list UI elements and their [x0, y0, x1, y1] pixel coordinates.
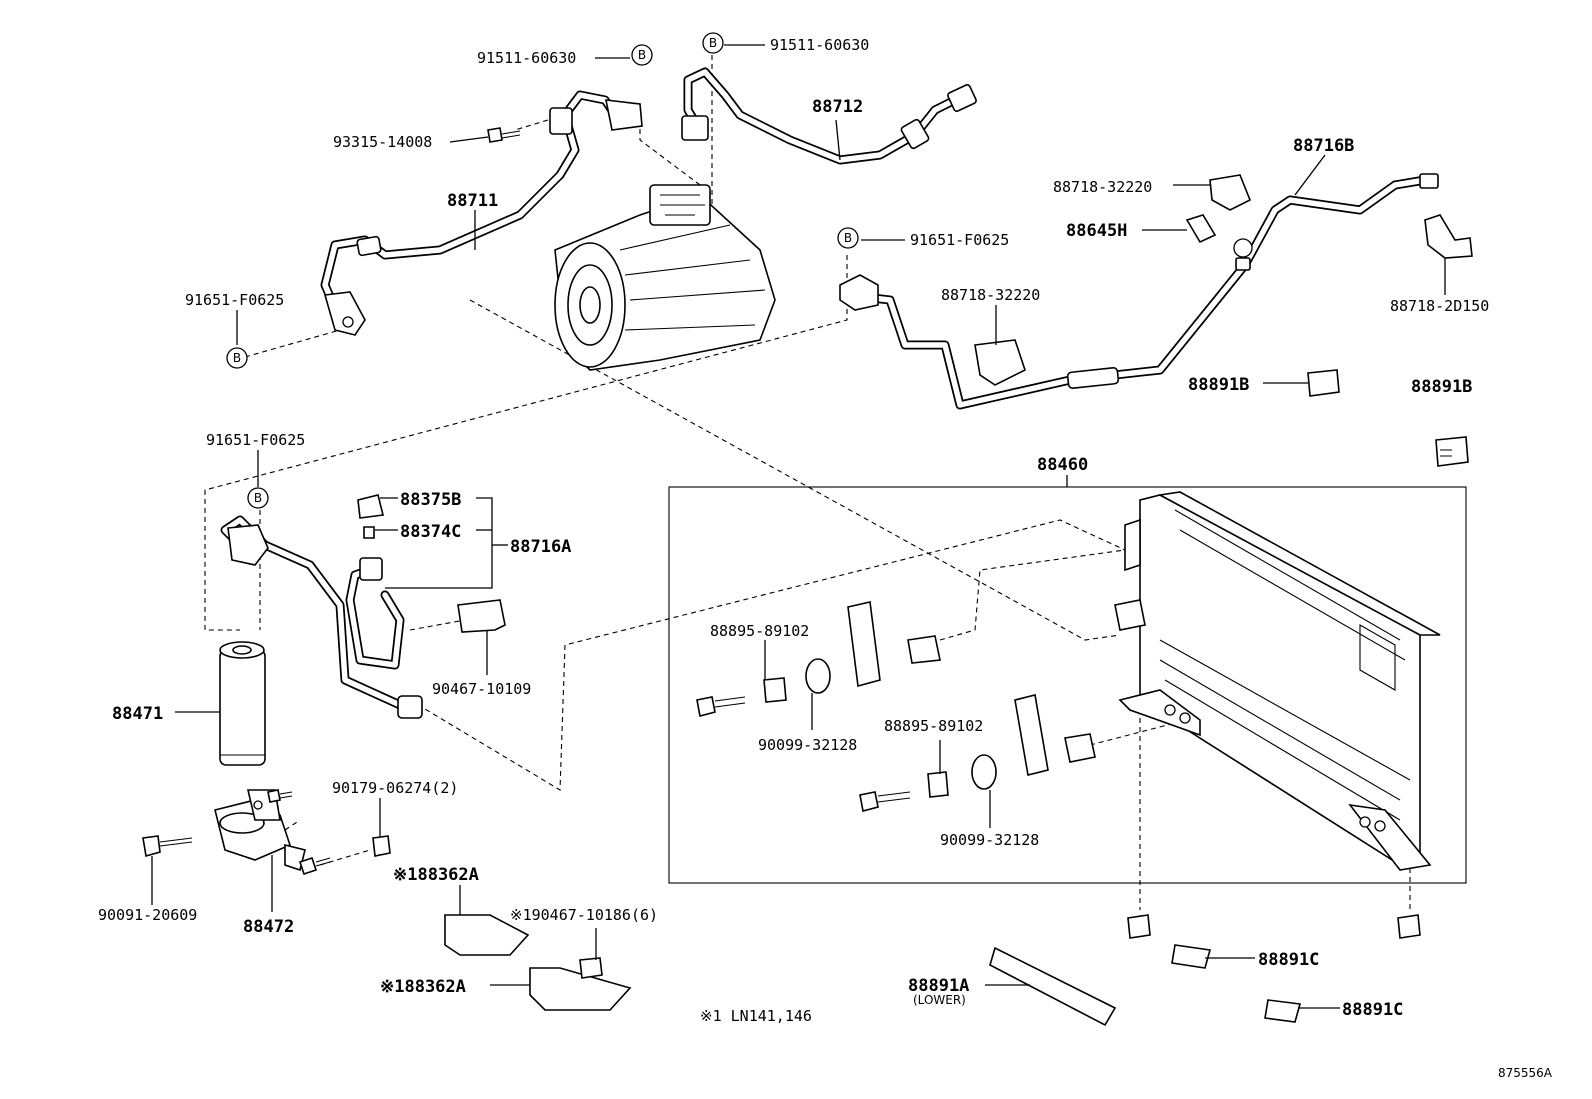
- label-88375B: 88375B: [400, 490, 461, 510]
- liquid-tube-88716A: [220, 515, 423, 719]
- label-88362A-top: ※188362A: [393, 865, 479, 885]
- label-90179-06274: 90179-06274(2): [332, 779, 458, 797]
- label-90091-20609: 90091-20609: [98, 906, 197, 924]
- label-90467-10109: 90467-10109: [432, 680, 531, 698]
- label-88716B: 88716B: [1293, 136, 1354, 156]
- label-88374C: 88374C: [400, 522, 461, 542]
- compressor: [554, 184, 776, 371]
- label-91651-F0625-left: 91651-F0625: [185, 291, 284, 309]
- bolts: [142, 127, 1217, 876]
- svg-text:B: B: [844, 231, 852, 245]
- label-88471: 88471: [112, 704, 163, 724]
- svg-text:B: B: [233, 351, 241, 365]
- label-90099-32128-left: 90099-32128: [758, 736, 857, 754]
- receiver-dryer-88471: [219, 641, 266, 766]
- label-88362A-bottom: ※188362A: [380, 977, 466, 997]
- label-91651-F0625-lower: 91651-F0625: [206, 431, 305, 449]
- label-88712: 88712: [812, 97, 863, 117]
- callout-b-top-right: B: [702, 32, 724, 54]
- dashed-connections: [204, 55, 1411, 910]
- label-88460: 88460: [1037, 455, 1088, 475]
- label-88895-89102-left: 88895-89102: [710, 622, 809, 640]
- label-90099-32128-right: 90099-32128: [940, 831, 1039, 849]
- bracket-88472: [214, 789, 306, 872]
- label-88891B-right: 88891B: [1411, 377, 1472, 397]
- part-labels: 91511-60630 91511-60630 93315-14008 8871…: [98, 36, 1553, 1080]
- label-88472: 88472: [243, 917, 294, 937]
- small-parts: [357, 174, 1473, 1027]
- label-footnote: ※1 LN141,146: [700, 1007, 812, 1025]
- discharge-hose-88711: [320, 90, 643, 336]
- svg-text:B: B: [638, 48, 646, 62]
- label-88718-32220-top: 88718-32220: [1053, 178, 1152, 196]
- label-lower: (LOWER): [913, 993, 966, 1007]
- condenser-88460: [668, 486, 1467, 884]
- leader-lines: [151, 44, 1446, 1009]
- callout-b-lower: B: [247, 487, 269, 509]
- label-88645H: 88645H: [1066, 221, 1127, 241]
- label-88891C-top: 88891C: [1258, 950, 1319, 970]
- label-91651-F0625-mid: 91651-F0625: [910, 231, 1009, 249]
- svg-text:B: B: [254, 491, 262, 505]
- label-88891A: 88891A: [908, 976, 969, 996]
- label-88891C-bottom: 88891C: [1342, 1000, 1403, 1020]
- label-88718-2D150: 88718-2D150: [1390, 297, 1489, 315]
- label-88716A: 88716A: [510, 537, 571, 557]
- suction-hose-88712: [681, 67, 977, 165]
- label-88711: 88711: [447, 191, 498, 211]
- callout-b-top-left: B: [631, 44, 653, 66]
- label-90467-10186: ※190467-10186(6): [510, 906, 658, 924]
- label-91511-60630-left: 91511-60630: [477, 49, 576, 67]
- callout-b-mid: B: [837, 227, 859, 249]
- label-88895-89102-right: 88895-89102: [884, 717, 983, 735]
- label-91511-60630-right: 91511-60630: [770, 36, 869, 54]
- liquid-tube-88716B: [839, 173, 1439, 410]
- label-93315-14008: 93315-14008: [333, 133, 432, 151]
- svg-text:B: B: [709, 36, 717, 50]
- label-88891B-left: 88891B: [1188, 375, 1249, 395]
- callout-b-left: B: [226, 347, 248, 369]
- label-reference-number: 875556A: [1498, 1066, 1553, 1080]
- label-88718-32220-mid: 88718-32220: [941, 286, 1040, 304]
